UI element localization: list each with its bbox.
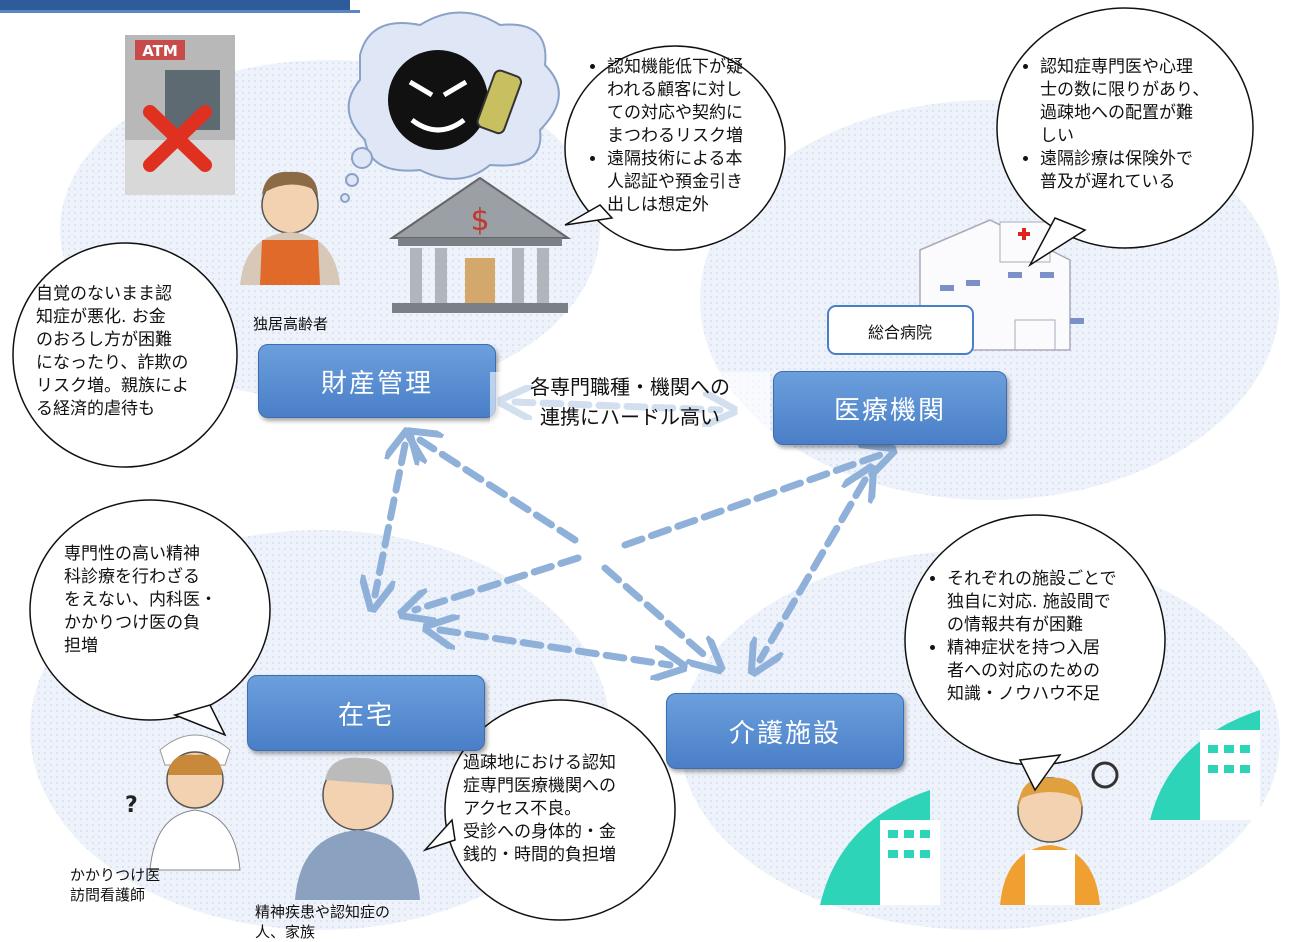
- hospital-label-box: [827, 305, 974, 355]
- top-banner: [0, 0, 350, 12]
- dollar-sign: $: [470, 203, 489, 238]
- bubble-line: しい: [1040, 126, 1074, 146]
- nurse-label-line-1: かかりつけ医: [70, 866, 161, 884]
- patient-label: 精神疾患や認知症の 人、家族: [255, 902, 390, 942]
- bubble-property-left: [12, 242, 238, 468]
- bubble-line: 科診療を行わざる: [64, 567, 200, 587]
- bubble-line: 受診への身体的・金: [463, 822, 616, 842]
- bubble-property-right: [564, 45, 786, 251]
- bubble-line: それぞれの施設ごとで: [947, 569, 1117, 589]
- bubble-line: われる顧客に対し: [607, 80, 743, 100]
- pillar-home-label: 在宅: [337, 700, 394, 731]
- pillar-medical-label: 医療機関: [833, 395, 946, 426]
- bubble-line: のおろし方が困難: [36, 330, 172, 350]
- patient-label-line-2: 人、家族: [255, 923, 316, 941]
- bubble-line: 出しは想定外: [607, 195, 709, 215]
- arrow-center-medical: [621, 455, 880, 549]
- pillar-medical-box[interactable]: 医療機関: [773, 371, 1007, 445]
- bubble-line: 過疎地への配置が難: [1040, 103, 1193, 123]
- nurse-icon: ?: [125, 734, 241, 871]
- atm-icon: ATM: [125, 35, 235, 195]
- bubble-line: 過疎地における認知: [463, 753, 616, 773]
- bank-icon: $: [388, 176, 572, 313]
- bubble-home-left: [29, 499, 271, 737]
- bubble-bullet: 認知機能低下が疑 われる顧客に対し ての対応や契約に まつわるリスク増: [607, 56, 785, 148]
- patient-label-line-1: 精神疾患や認知症の: [255, 903, 391, 921]
- atm-sign: ATM: [142, 42, 178, 60]
- bubble-line: 認知機能低下が疑: [607, 57, 743, 77]
- nurse-label: かかりつけ医 訪問看護師: [70, 865, 160, 905]
- center-caption: 各専門職種・機関への 連携にハードル高い: [490, 372, 770, 432]
- center-caption-line-2: 連携にハードル高い: [540, 405, 720, 429]
- bubble-line: 者への対応のための: [947, 661, 1100, 681]
- question-icon: ?: [125, 793, 138, 818]
- care-buildings-icon: [820, 710, 1260, 905]
- bubble-medical: [996, 7, 1254, 268]
- bubble-home-right-text: 過疎地における認知 症専門医療機関への アクセス不良。 受診への身体的・金 銭的…: [463, 752, 663, 867]
- bubble-line: 遠隔技術による本: [607, 149, 743, 169]
- bubble-property-right-text: 認知機能低下が疑 われる顧客に対し ての対応や契約に まつわるリスク増 遠隔技術…: [585, 56, 785, 217]
- bubble-line: 認知症専門医や心理: [1040, 57, 1193, 77]
- pillar-home-box[interactable]: 在宅: [247, 675, 485, 751]
- bubble-line: 担増: [64, 636, 98, 656]
- bubble-line: まつわるリスク増: [607, 126, 743, 146]
- elderly-label: 独居高齢者: [253, 315, 329, 333]
- bubble-bullet: 認知症専門医や心理 士の数に限りがあり、 過疎地への配置が難 しい: [1040, 56, 1248, 148]
- top-banner-underline: [0, 10, 360, 13]
- bubble-line: 士の数に限りがあり、: [1040, 80, 1210, 100]
- center-caption-line-1: 各専門職種・機関への: [530, 375, 730, 399]
- arrow-property-home: [375, 445, 405, 595]
- bubble-bullet: 遠隔診療は保険外で 普及が遅れている: [1040, 148, 1248, 194]
- pillar-care-box[interactable]: 介護施設: [666, 693, 904, 769]
- bubble-line: の情報共有が困難: [947, 615, 1083, 635]
- scammer-thought-icon: [340, 11, 560, 203]
- bubble-line: 遠隔診療は保険外で: [1040, 149, 1193, 169]
- bubble-line: になったり、詐欺の: [36, 353, 189, 373]
- cross-icon: [143, 105, 212, 172]
- bubble-line: リスク増。親族によ: [36, 376, 189, 396]
- bubble-property-left-text: 自覚のないまま認 知症が悪化. お金 のおろし方が困難 になったり、詐欺の リス…: [36, 283, 216, 421]
- arrow-center-care: [601, 564, 710, 660]
- nurse-label-line-2: 訪問看護師: [70, 886, 146, 904]
- pillar-property-label: 財産管理: [320, 368, 433, 399]
- pillar-care-label: 介護施設: [728, 718, 841, 749]
- bubble-line: 精神症状を持つ入居: [947, 638, 1100, 658]
- bubble-line: 人認証や預金引き: [607, 172, 743, 192]
- bubble-line: 独自に対応. 施設間で: [947, 592, 1111, 612]
- bubble-line: 自覚のないまま認: [36, 284, 172, 304]
- arrow-center-property: [420, 440, 579, 544]
- bubble-line: 知識・ノウハウ不足: [947, 684, 1100, 704]
- bubble-line: 専門性の高い精神: [64, 544, 200, 564]
- bubble-bullet: それぞれの施設ごとで 独自に対応. 施設間で の情報共有が困難: [947, 568, 1160, 637]
- arrow-home-care: [440, 630, 670, 665]
- bubble-bullet: 精神症状を持つ入居 者への対応のための 知識・ノウハウ不足: [947, 637, 1160, 706]
- elderly-woman-icon: [240, 171, 340, 285]
- bubble-line: アクセス不良。: [463, 799, 582, 819]
- bubble-line: 症専門医療機関への: [463, 776, 616, 796]
- bubble-home-left-text: 専門性の高い精神 科診療を行わざる をえない、内科医・ かかりつけ医の負 担増: [64, 543, 254, 658]
- bubble-care: [904, 514, 1166, 792]
- bubble-line: をえない、内科医・: [64, 590, 217, 610]
- hospital-label: 総合病院: [868, 323, 932, 342]
- bubble-line: 知症が悪化. お金: [36, 307, 166, 327]
- bubble-line: 普及が遅れている: [1040, 172, 1176, 192]
- bubble-line: かかりつけ医の負: [64, 613, 201, 633]
- bubble-home-right: [422, 699, 676, 921]
- bubble-line: 銭的・時間的負担増: [463, 845, 616, 865]
- bubble-line: る経済的虐待も: [36, 399, 155, 419]
- pillar-property-box[interactable]: 財産管理: [258, 344, 496, 418]
- bubble-bullet: 遠隔技術による本 人認証や預金引き 出しは想定外: [607, 148, 785, 217]
- bubble-care-text: それぞれの施設ごとで 独自に対応. 施設間で の情報共有が困難 精神症状を持つ入…: [925, 568, 1160, 706]
- arrow-medical-care: [760, 480, 865, 660]
- bubble-medical-text: 認知症専門医や心理 士の数に限りがあり、 過疎地への配置が難 しい 遠隔診療は保…: [1018, 56, 1248, 194]
- bubble-line: ての対応や契約に: [607, 103, 743, 123]
- worried-man-icon: [295, 757, 420, 900]
- arrow-center-home: [415, 554, 582, 610]
